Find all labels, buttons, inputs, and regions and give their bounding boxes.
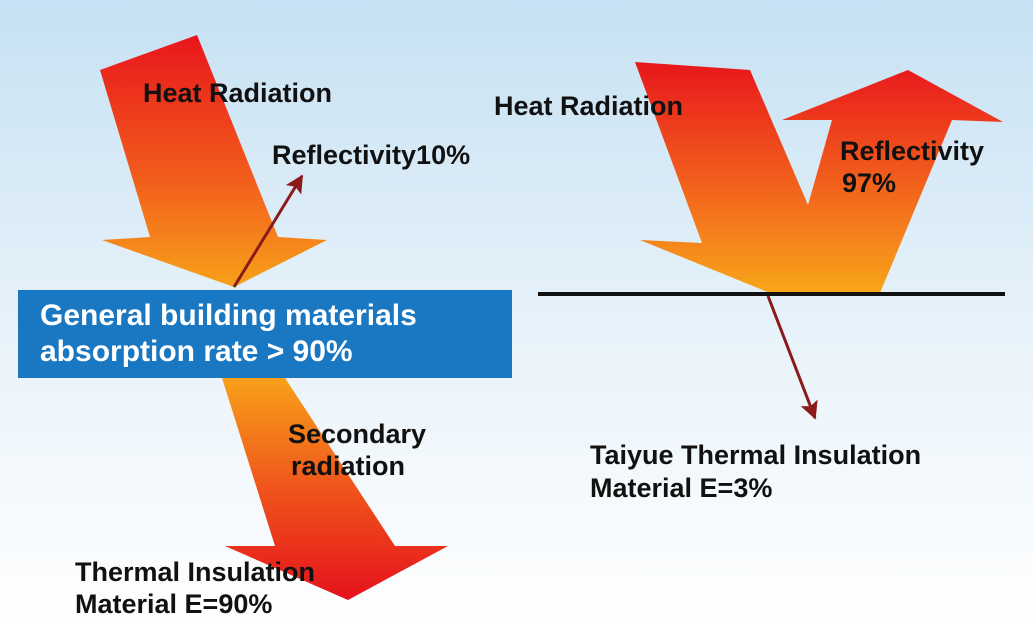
heat-radiation-label-left: Heat Radiation [143,78,333,108]
reflectivity-label-left: Reflectivity10% [272,140,471,170]
absorption-box-line-2: absorption rate > 90% [40,335,353,368]
transmission-arrow-right [766,295,818,420]
secondary-radiation-label-line-1: Secondary [288,419,427,449]
reflection-arrow-right [635,62,1003,293]
secondary-radiation-label-line-2: radiation [291,451,406,481]
taiyue-material-label-line-2: Material E=3% [590,473,773,503]
incoming-heat-arrow-left [100,35,327,287]
secondary-radiation-arrow [222,378,448,600]
absorption-box-line-1: General building materials [40,299,417,332]
reflectivity-label-right-line-1: Reflectivity [840,136,985,166]
reflectivity-label-right-line-2: 97% [842,168,897,198]
absorption-rate-box: General building materials absorption ra… [18,290,512,378]
taiyue-material-label-line-1: Taiyue Thermal Insulation [590,440,922,470]
thermal-insulation-material-label-line-2: Material E=90% [75,589,273,619]
heat-radiation-label-right: Heat Radiation [494,91,684,121]
thermal-insulation-material-label-line-1: Thermal Insulation [75,557,316,587]
reflection-arrow-left [232,174,304,288]
